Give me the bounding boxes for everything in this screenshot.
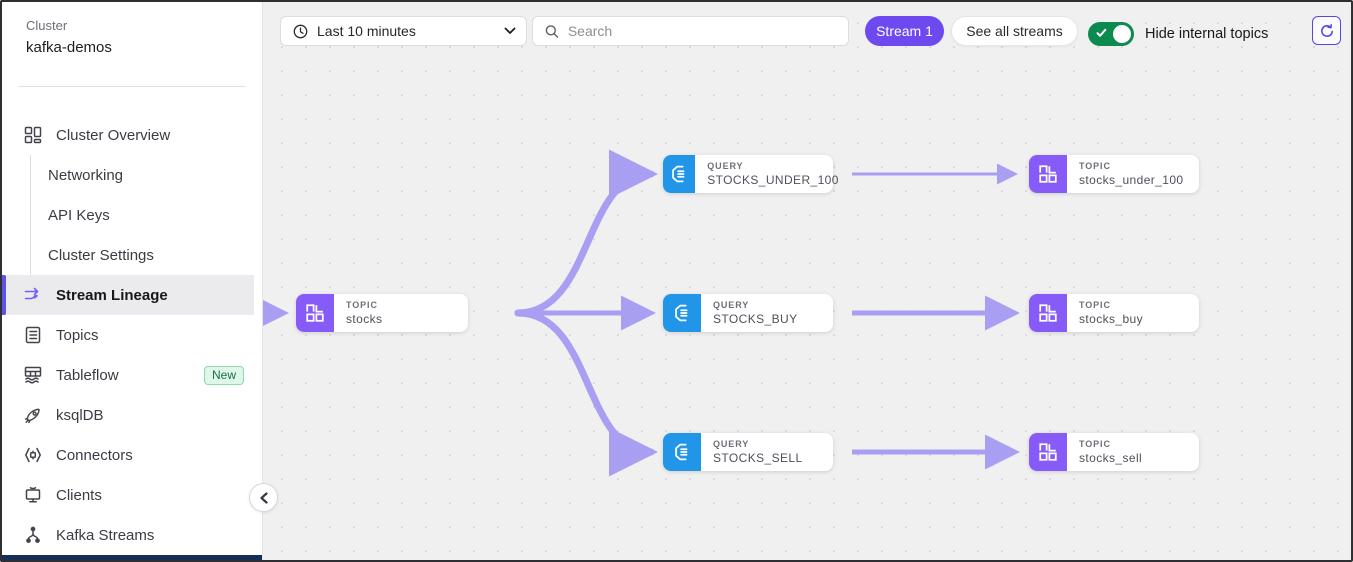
sidebar-item-label: Clients [56,486,102,504]
cluster-name: kafka-demos [26,39,112,56]
connectors-icon [24,446,42,464]
sidebar-item-tableflow[interactable]: Tableflow New [2,355,262,395]
hide-internal-topics-control: Hide internal topics [1088,19,1268,49]
sidebar-item-networking[interactable]: Networking [31,155,262,195]
node-type-label: TOPIC [1079,439,1111,449]
topic-icon [296,294,334,332]
node-query-stocks-buy[interactable]: QUERY STOCKS_BUY [663,294,833,332]
toggle-knob [1113,25,1131,43]
sidebar-item-clients[interactable]: Clients [2,475,262,515]
sidebar-item-label: ksqlDB [56,406,104,424]
edge-stocks-to-sell [514,309,658,477]
search-input[interactable] [567,23,838,39]
sidebar-item-label: Stream Lineage [56,286,168,304]
node-type-label: TOPIC [1079,161,1111,171]
sidebar-nav: Cluster Overview Networking API Keys Clu… [2,115,262,555]
hide-internal-topics-label: Hide internal topics [1145,26,1269,42]
clock-icon [293,24,308,38]
sidebar-divider [18,86,246,87]
sidebar-collapse-button[interactable] [249,483,278,512]
query-icon [663,155,696,193]
topic-icon [1029,155,1067,193]
node-topic-stocks[interactable]: TOPIC stocks [296,294,468,332]
node-type-label: TOPIC [346,300,378,310]
search-box [532,16,849,46]
refresh-icon [1320,23,1333,37]
sidebar-item-kafka-streams[interactable]: Kafka Streams [2,515,262,555]
kafka-streams-icon [24,526,42,544]
topics-icon [24,326,42,344]
node-query-stocks-sell[interactable]: QUERY STOCKS_SELL [663,433,833,471]
node-topic-stocks-buy[interactable]: TOPIC stocks_buy [1029,294,1199,332]
node-topic-stocks-sell[interactable]: TOPIC stocks_sell [1029,433,1199,471]
sidebar-item-label: Topics [56,326,99,344]
stream-1-button[interactable]: Stream 1 [865,16,944,46]
sidebar-item-label: Cluster Overview [56,126,171,144]
stream-lineage-icon [24,286,42,304]
sidebar-item-label: Networking [48,166,124,184]
time-range-value: Last 10 minutes [317,23,416,39]
node-type-label: TOPIC [1079,300,1111,310]
refresh-button[interactable] [1312,16,1341,45]
chevron-down-icon [504,27,516,34]
search-icon [545,24,559,38]
edge-stocks-to-under100 [514,149,658,317]
sidebar-header: Cluster kafka-demos [2,2,262,56]
lineage-canvas[interactable]: Last 10 minutes Stream 1 See all streams… [263,2,1351,560]
see-all-streams-button[interactable]: See all streams [951,16,1078,46]
topic-icon [1029,294,1067,332]
cluster-label: Cluster [26,18,68,33]
node-type-label: QUERY [707,161,744,171]
node-name: STOCKS_BUY [713,312,798,326]
clients-icon [24,486,42,504]
node-name: STOCKS_UNDER_100 [707,173,839,187]
chevron-left-icon [259,491,268,504]
node-topic-stocks-under-100[interactable]: TOPIC stocks_under_100 [1029,155,1199,193]
sidebar-item-api-keys[interactable]: API Keys [31,195,262,235]
cluster-overview-icon [24,126,42,144]
ksqldb-rocket-icon [24,406,42,424]
lineage-edges [263,149,1020,477]
query-icon [663,294,701,332]
sidebar-item-ksqldb[interactable]: ksqlDB [2,395,262,435]
check-icon [1096,28,1107,37]
sidebar-item-label: Cluster Settings [48,246,154,264]
node-name: stocks [346,312,383,326]
sidebar-item-label: API Keys [48,206,110,224]
sidebar: Cluster kafka-demos Cluster Overview Net… [2,2,263,560]
node-name: stocks_sell [1079,451,1143,465]
node-name: stocks_under_100 [1079,173,1184,187]
node-type-label: QUERY [713,300,750,310]
node-type-label: QUERY [713,439,750,449]
query-icon [663,433,701,471]
time-range-dropdown[interactable]: Last 10 minutes [280,16,527,46]
sidebar-item-label: Kafka Streams [56,526,155,544]
node-name: stocks_buy [1079,312,1144,326]
sidebar-item-label: Tableflow [56,366,119,384]
node-name: STOCKS_SELL [713,451,803,465]
sidebar-item-topics[interactable]: Topics [2,315,262,355]
sidebar-item-cluster-overview[interactable]: Cluster Overview [2,115,262,155]
sidebar-subgroup: Networking API Keys Cluster Settings [30,155,262,275]
topic-icon [1029,433,1067,471]
sidebar-item-cluster-settings[interactable]: Cluster Settings [31,235,262,275]
sidebar-bottom-strip [2,555,262,560]
sidebar-item-stream-lineage[interactable]: Stream Lineage [2,275,254,315]
node-query-stocks-under-100[interactable]: QUERY STOCKS_UNDER_100 [663,155,839,193]
sidebar-item-connectors[interactable]: Connectors [2,435,262,475]
hide-internal-topics-toggle[interactable] [1088,22,1134,46]
tableflow-icon [24,366,42,384]
sidebar-item-label: Connectors [56,446,133,464]
new-badge: New [203,365,244,385]
